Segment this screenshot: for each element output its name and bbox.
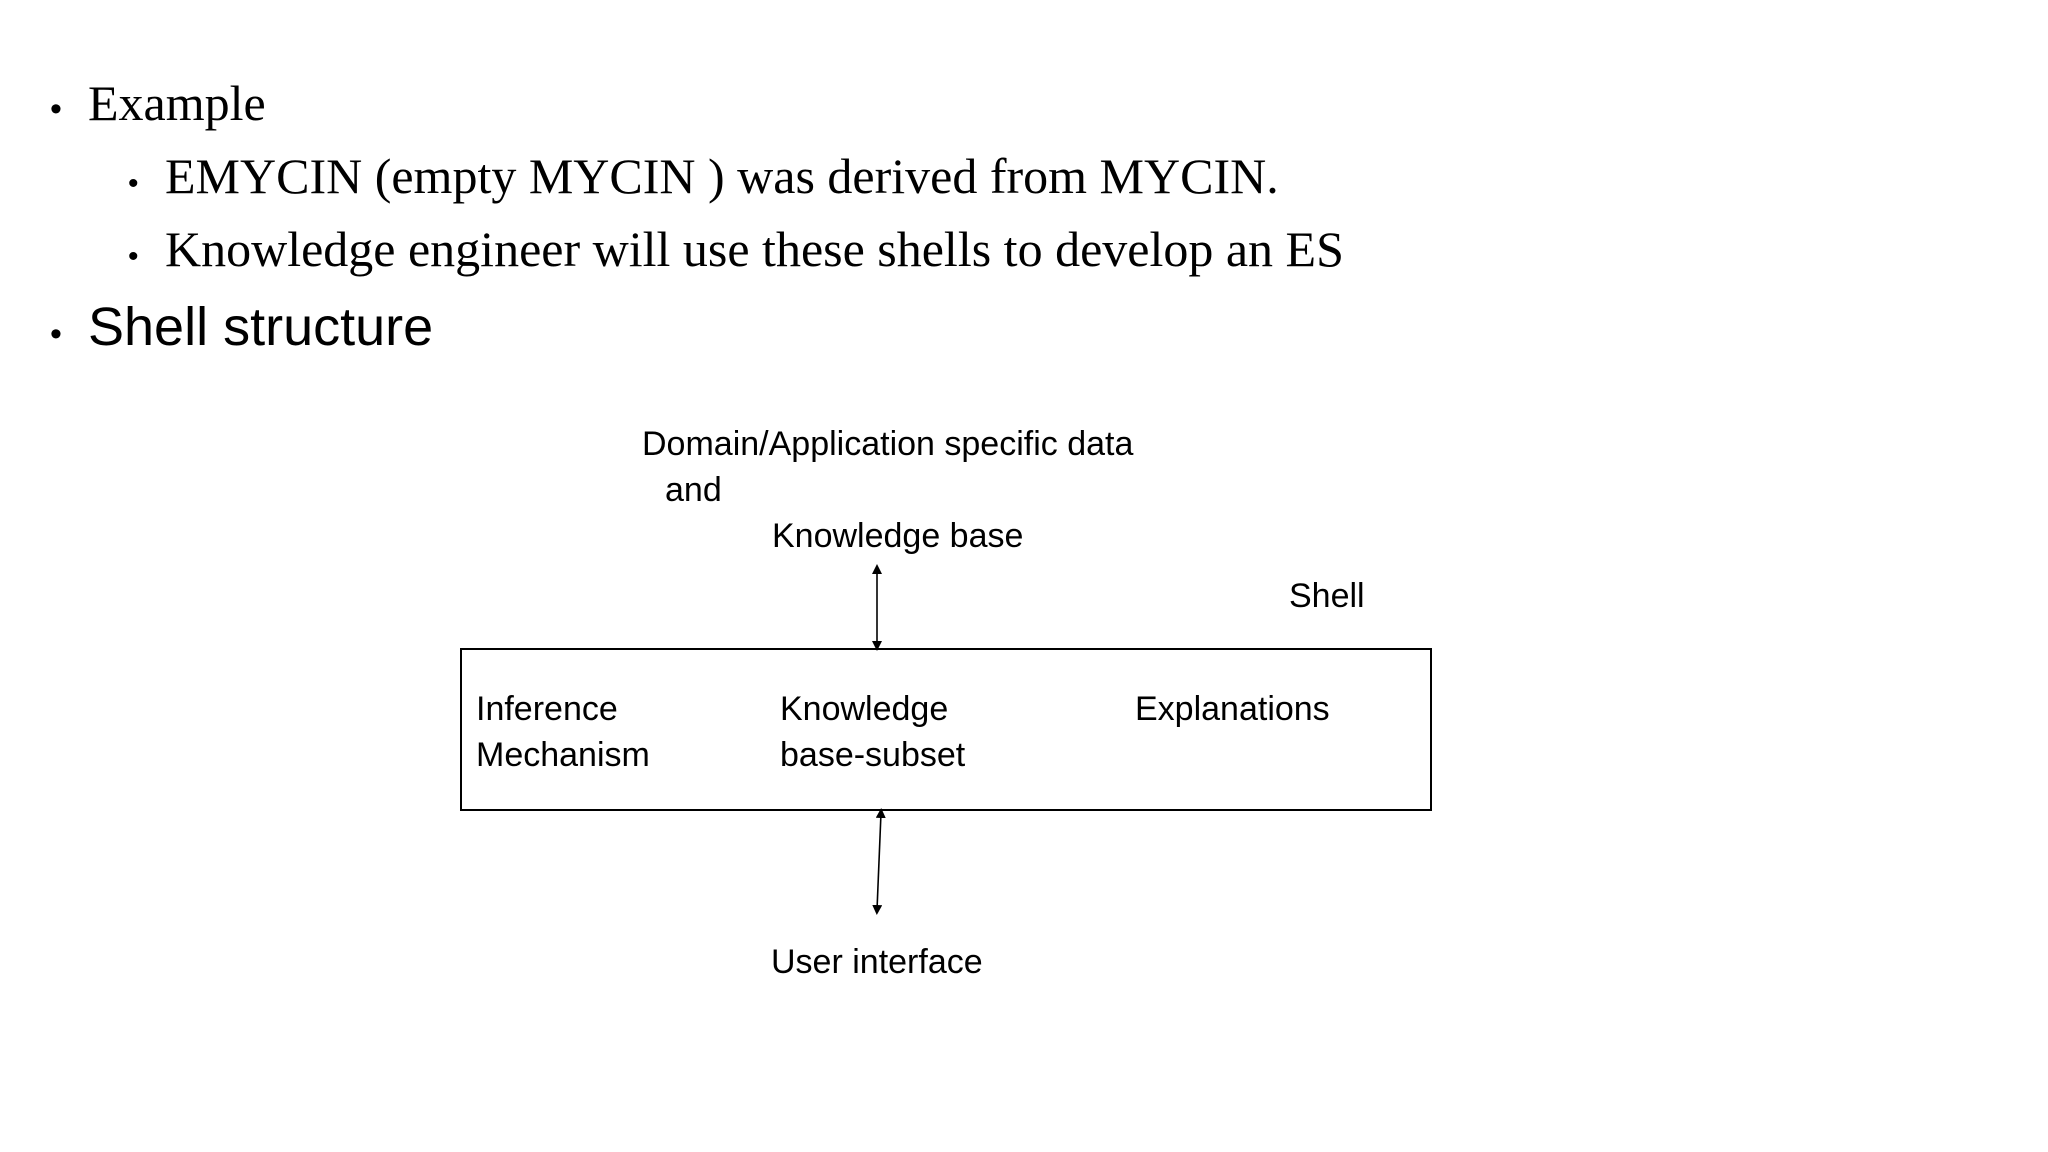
inference-label-line1: Inference <box>476 690 618 728</box>
kb-subset-label-line1: Knowledge <box>780 690 949 728</box>
bullet-text-shell-structure: Shell structure <box>88 297 434 357</box>
bullet-dot: • <box>50 315 62 353</box>
bullet-dot: • <box>128 167 139 200</box>
arrow-shell-to-ui <box>872 808 886 915</box>
bullet-dot: • <box>50 90 62 128</box>
top-label-knowledge-base: Knowledge base <box>772 517 1024 555</box>
shell-label: Shell <box>1289 577 1365 615</box>
bullet-shell-structure: • Shell structure <box>50 296 433 358</box>
subbullet-knowledge-engineer: • Knowledge engineer will use these shel… <box>128 220 1344 278</box>
bullet-dot: • <box>128 240 139 273</box>
shell-box <box>460 648 1432 811</box>
subbullet-emycin: • EMYCIN (empty MYCIN ) was derived from… <box>128 147 1279 205</box>
kb-subset-label-line2: base-subset <box>780 736 966 774</box>
top-label-and: and <box>665 471 722 509</box>
bullet-text-emycin: EMYCIN (empty MYCIN ) was derived from M… <box>165 148 1279 204</box>
bullet-text-knowledge-engineer: Knowledge engineer will use these shells… <box>165 221 1344 277</box>
top-label-domain-data: Domain/Application specific data <box>642 425 1134 463</box>
bullet-text-example: Example <box>88 75 266 131</box>
bullet-example: • Example <box>50 74 266 132</box>
inference-label-line2: Mechanism <box>476 736 650 774</box>
explanations-label: Explanations <box>1135 690 1330 728</box>
user-interface-label: User interface <box>771 943 983 981</box>
